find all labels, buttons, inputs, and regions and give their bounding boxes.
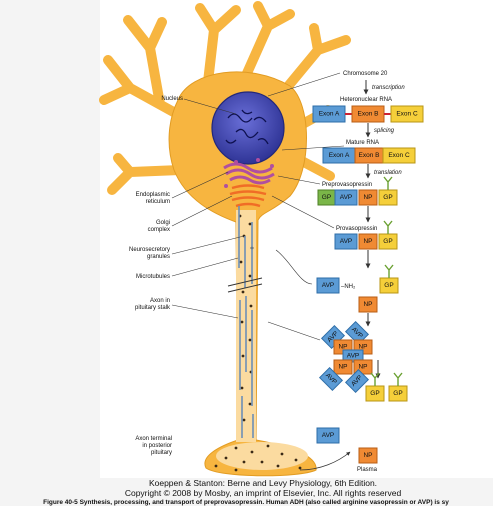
pro-avp xyxy=(334,233,358,250)
prepro-avp-text: AVP xyxy=(340,194,353,201)
label-er-1: Endoplasmic xyxy=(136,192,170,198)
prepro-avp xyxy=(334,189,358,206)
label-transcription: transcription xyxy=(372,85,405,91)
label-terminal-3: pituitary xyxy=(151,450,172,456)
label-terminal-2: in posterior xyxy=(142,443,172,449)
credit-line-1: Koeppen & Stanton: Berne and Levy Physio… xyxy=(149,478,377,488)
credit-line-2: Copyright © 2008 by Mosby, an imprint of… xyxy=(125,488,402,498)
complex-np-2: NP xyxy=(358,344,367,351)
prepro-np-text: NP xyxy=(363,194,372,201)
hnrna-exon-c-text: Exon C xyxy=(396,111,418,118)
mrna-exon-c xyxy=(382,147,416,164)
pro-np xyxy=(358,233,378,250)
prepro-gp-text: GP xyxy=(383,194,392,201)
cleaved-np xyxy=(358,296,378,313)
label-plasma: Plasma xyxy=(357,467,378,473)
complex-avp-center: AVP xyxy=(347,353,360,360)
prepro-np xyxy=(358,189,378,206)
endoplasmic-reticulum xyxy=(223,158,275,188)
label-golgi-1: Golgi xyxy=(156,220,170,226)
label-splicing: splicing xyxy=(374,128,395,134)
plasma-avp-text: AVP xyxy=(322,432,335,439)
label-heteronuclear-rna: Heteronuclear RNA xyxy=(340,97,392,103)
cleaved-np-text: NP xyxy=(363,301,372,308)
plasma-avp xyxy=(316,427,340,444)
cleaved-avp-text: AVP xyxy=(322,282,335,289)
figure-caption: Figure 40-5 Synthesis, processing, and t… xyxy=(43,499,449,506)
mrna-exon-c-text: Exon C xyxy=(388,152,410,159)
nucleus xyxy=(211,91,285,165)
complex-np-4: NP xyxy=(358,364,367,371)
label-granules-2: granules xyxy=(147,254,170,260)
label-terminal-1: Axon terminal xyxy=(135,436,172,442)
complex-np-1: NP xyxy=(338,344,347,351)
cleaved-avp xyxy=(316,277,340,294)
label-granules-1: Neurosecretory xyxy=(129,247,170,253)
plasma-np-text: NP xyxy=(363,452,372,459)
plasma-np xyxy=(358,447,378,464)
label-er-2: reticulum xyxy=(146,199,170,205)
label-golgi-2: complex xyxy=(148,227,170,233)
mrna-exon-a-text: Exon A xyxy=(329,152,350,159)
secreted-gp-2-text: GP xyxy=(393,390,402,397)
label-provasopressin: Provasopressin xyxy=(336,226,377,232)
cleaved-gp-text: GP xyxy=(384,282,393,289)
pro-avp-text: AVP xyxy=(340,238,353,245)
label-microtubules: Microtubules xyxy=(136,274,170,280)
microtubules xyxy=(238,206,254,438)
hnrna-exon-a-text: Exon A xyxy=(319,111,340,118)
synthesis-pathway: Chromosome 20 transcription Heteronuclea… xyxy=(267,71,424,473)
label-nucleus: Nucleus xyxy=(161,96,183,102)
label-chromosome: Chromosome 20 xyxy=(343,71,388,77)
golgi-complex xyxy=(229,184,267,208)
axon-break-mark xyxy=(227,277,263,293)
avp-np-complex: AVP AVP NP NP AVP NP NP AVP AVP xyxy=(267,320,373,394)
label-translation: translation xyxy=(374,170,402,176)
label-preprovasopressin: Preprovasopressin xyxy=(322,182,372,188)
label-axon-2: pituitary stalk xyxy=(135,305,171,311)
mrna-exon-b-text: Exon B xyxy=(359,152,380,159)
hnrna-exon-c xyxy=(390,105,424,123)
prepro-gp-signal-text: GP xyxy=(322,194,331,201)
hnrna-exon-b-text: Exon B xyxy=(358,111,379,118)
pro-gp-text: GP xyxy=(383,238,392,245)
neuron xyxy=(99,1,351,477)
label-nh2: –NH₂ xyxy=(341,284,356,290)
complex-np-3: NP xyxy=(338,364,347,371)
left-labels: Nucleus Endoplasmic reticulum Golgi comp… xyxy=(129,96,245,456)
secreted-gp-1-text: GP xyxy=(370,390,379,397)
label-axon-1: Axon in xyxy=(150,298,170,304)
label-mature-rna: Mature RNA xyxy=(346,140,379,146)
pro-np-text: NP xyxy=(363,238,372,245)
